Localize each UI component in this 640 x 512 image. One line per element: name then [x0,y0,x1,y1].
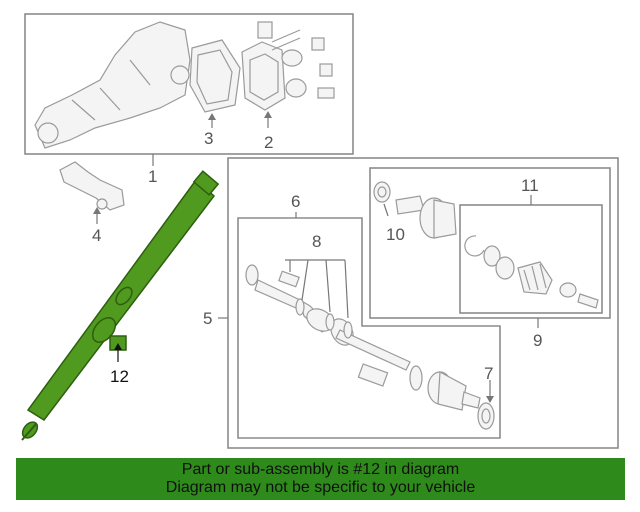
callout-6: 6 [291,192,300,211]
dust-seal-10[interactable] [373,181,391,203]
callout-4: 4 [92,226,101,245]
callout-10: 10 [386,225,405,244]
callout-7: 7 [484,364,493,383]
callout-9: 9 [533,331,542,350]
differential-cover[interactable] [241,41,286,111]
callout-1: 1 [148,167,157,186]
propeller-shaft-highlighted[interactable] [20,170,220,441]
boot-kit-parts[interactable] [464,235,599,309]
callout-11: 11 [521,176,539,195]
differential-mount-bracket[interactable] [59,161,125,211]
outer-cv-joint[interactable] [395,195,457,239]
cover-hardware[interactable] [257,21,335,99]
callout-5: 5 [203,309,212,328]
outer-joint-box [369,167,611,319]
differential-cover-gasket[interactable] [189,39,241,113]
inner-joint-box [237,217,501,439]
grease-packet[interactable] [278,270,300,288]
seal-7[interactable] [477,402,495,430]
boot-clamps[interactable] [295,298,353,339]
axle-assembly-box [227,157,619,449]
differential-group-box [24,13,354,155]
callout-2: 2 [264,133,273,152]
callout-8: 8 [312,232,321,251]
banner-line-1: Part or sub-assembly is #12 in diagram [181,461,460,478]
callout-12: 12 [110,367,129,386]
info-banner: Part or sub-assembly is #12 in diagram D… [16,458,625,500]
banner-line-2: Diagram may not be specific to your vehi… [165,479,476,496]
differential-housing[interactable] [34,21,191,149]
inner-cv-joint[interactable] [357,363,481,411]
callout-3: 3 [204,129,213,148]
